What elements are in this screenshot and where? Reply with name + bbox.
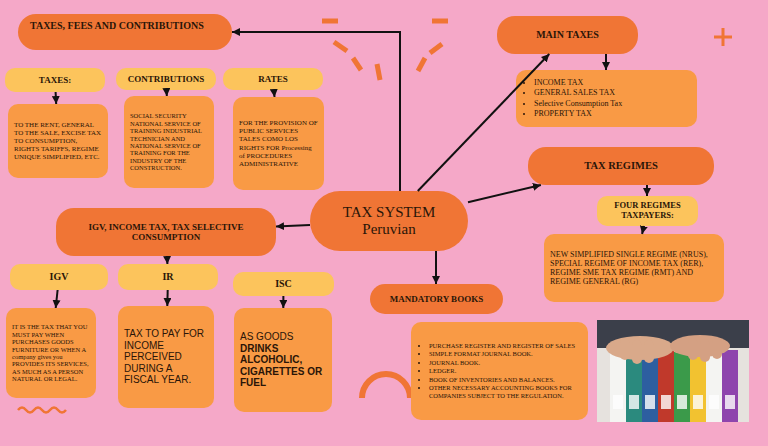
text-box: IT IS THE TAX THAT YOU MUST PAY WHEN PUR… bbox=[6, 308, 96, 398]
arrow-connector bbox=[276, 225, 310, 227]
arrow-connector bbox=[605, 54, 607, 70]
node-text: TAX SYSTEM Peruvian bbox=[334, 204, 444, 239]
node-text: FOUR REGIMES TAXPAYERS: bbox=[603, 201, 692, 221]
text-box: NEW SIMPLIFIED SINGLE REGIME (NRUS), SPE… bbox=[544, 234, 724, 302]
header-box: IGV, INCOME TAX, TAX SELECTIVE CONSUMPTI… bbox=[56, 208, 276, 256]
list-item: INCOME TAX bbox=[534, 78, 691, 87]
node-text: MAIN TAXES bbox=[509, 29, 626, 41]
node-text: TAX TO PAY FOR INCOME PERCEIVED DURING A… bbox=[124, 328, 208, 386]
text-box: TAX TO PAY FOR INCOME PERCEIVED DURING A… bbox=[118, 306, 214, 408]
list-item: PURCHASE REGISTER AND REGISTER OF SALES bbox=[429, 342, 582, 349]
node-text: TAX REGIMES bbox=[540, 160, 702, 172]
node-text: TO THE RENT, GENERAL TO THE SALE, EXCISE… bbox=[14, 121, 102, 161]
list-item: BOOK OF INVENTORIES AND BALANCES. bbox=[429, 376, 582, 383]
label-box: CONTRIBUTIONS bbox=[116, 68, 216, 90]
arrow-connector bbox=[166, 290, 168, 306]
header-box: TAXES, FEES AND CONTRIBUTIONS bbox=[18, 14, 232, 50]
label-box: ISC bbox=[233, 272, 334, 296]
arrow-connector bbox=[273, 90, 276, 97]
wave-ornament bbox=[18, 408, 66, 413]
plus-sign bbox=[714, 28, 732, 46]
text-box: SOCIAL SECURITY NATIONAL SERVICE OF TRAI… bbox=[124, 96, 214, 188]
node-text: IT IS THE TAX THAT YOU MUST PAY WHEN PUR… bbox=[12, 323, 90, 383]
node-text: IGV, INCOME TAX, TAX SELECTIVE CONSUMPTI… bbox=[68, 222, 264, 243]
list-item: GENERAL SALES TAX bbox=[534, 88, 691, 97]
node-text: IGV bbox=[16, 271, 102, 283]
text-box: AS GOODSDRINKS ALCOHOLIC, CIGARETTES OR … bbox=[234, 308, 332, 412]
list-item: SIMPLE FORMAT JOURNAL BOOK. bbox=[429, 350, 582, 357]
node-text: SOCIAL SECURITY NATIONAL SERVICE OF TRAI… bbox=[130, 112, 208, 172]
arrow-connector bbox=[282, 296, 284, 308]
node-text: NEW SIMPLIFIED SINGLE REGIME (NRUS), SPE… bbox=[550, 250, 718, 287]
arrow-connector bbox=[642, 226, 644, 234]
header-box: MANDATORY BOOKS bbox=[370, 284, 503, 314]
list-box: INCOME TAXGENERAL SALES TAX Selective Con… bbox=[516, 70, 697, 127]
header-box: MAIN TAXES bbox=[497, 16, 638, 54]
node-text: CONTRIBUTIONS bbox=[122, 74, 210, 84]
bullet-list: INCOME TAXGENERAL SALES TAX Selective Con… bbox=[522, 78, 691, 119]
list-item: LEDGER. bbox=[429, 367, 582, 374]
label-box: RATES bbox=[223, 68, 323, 90]
list-item: PROPERTY TAX bbox=[534, 109, 691, 118]
node-text: DRINKS ALCOHOLIC, CIGARETTES OR FUEL bbox=[240, 343, 326, 389]
node-text: ISC bbox=[239, 278, 328, 290]
header-box: TAX REGIMES bbox=[528, 147, 714, 185]
arrow-connector bbox=[56, 290, 58, 308]
list-item: OTHER NECESSARY ACCOUNTING BOOKS FOR COM… bbox=[429, 384, 582, 399]
list-item: Selective Consumption Tax bbox=[534, 99, 691, 108]
node-text: TAXES, FEES AND CONTRIBUTIONS bbox=[30, 20, 220, 32]
sunburst-dashes bbox=[322, 21, 448, 80]
bullet-list: PURCHASE REGISTER AND REGISTER OF SALESS… bbox=[417, 342, 582, 400]
label-box: IGV bbox=[10, 264, 108, 290]
arrow-connector bbox=[468, 185, 541, 202]
arrow-connector bbox=[435, 251, 437, 284]
node-text: FOR THE PROVISION OF PUBLIC SERVICES TAL… bbox=[239, 119, 318, 167]
text-box: TO THE RENT, GENERAL TO THE SALE, EXCISE… bbox=[8, 104, 108, 178]
list-item: JOURNAL BOOK. bbox=[429, 359, 582, 366]
node-text: MANDATORY BOOKS bbox=[382, 294, 491, 304]
text-box: FOR THE PROVISION OF PUBLIC SERVICES TAL… bbox=[233, 97, 324, 190]
label-box: TAXES: bbox=[5, 68, 105, 92]
label-box: FOUR REGIMES TAXPAYERS: bbox=[597, 196, 698, 226]
label-box: IR bbox=[118, 264, 218, 290]
list-box: PURCHASE REGISTER AND REGISTER OF SALESS… bbox=[411, 322, 588, 420]
binders-photo bbox=[597, 320, 749, 422]
arrow-connector bbox=[55, 92, 58, 104]
arrow-connector bbox=[166, 256, 168, 264]
arrow-connector bbox=[232, 32, 400, 191]
node-text: RATES bbox=[229, 74, 317, 84]
arc-ornament bbox=[362, 374, 410, 398]
arrow-connector bbox=[646, 185, 648, 196]
node-text: AS GOODS bbox=[240, 331, 326, 343]
node-text: IR bbox=[124, 271, 212, 283]
center-box: TAX SYSTEM Peruvian bbox=[310, 191, 468, 251]
node-text: TAXES: bbox=[11, 75, 99, 85]
